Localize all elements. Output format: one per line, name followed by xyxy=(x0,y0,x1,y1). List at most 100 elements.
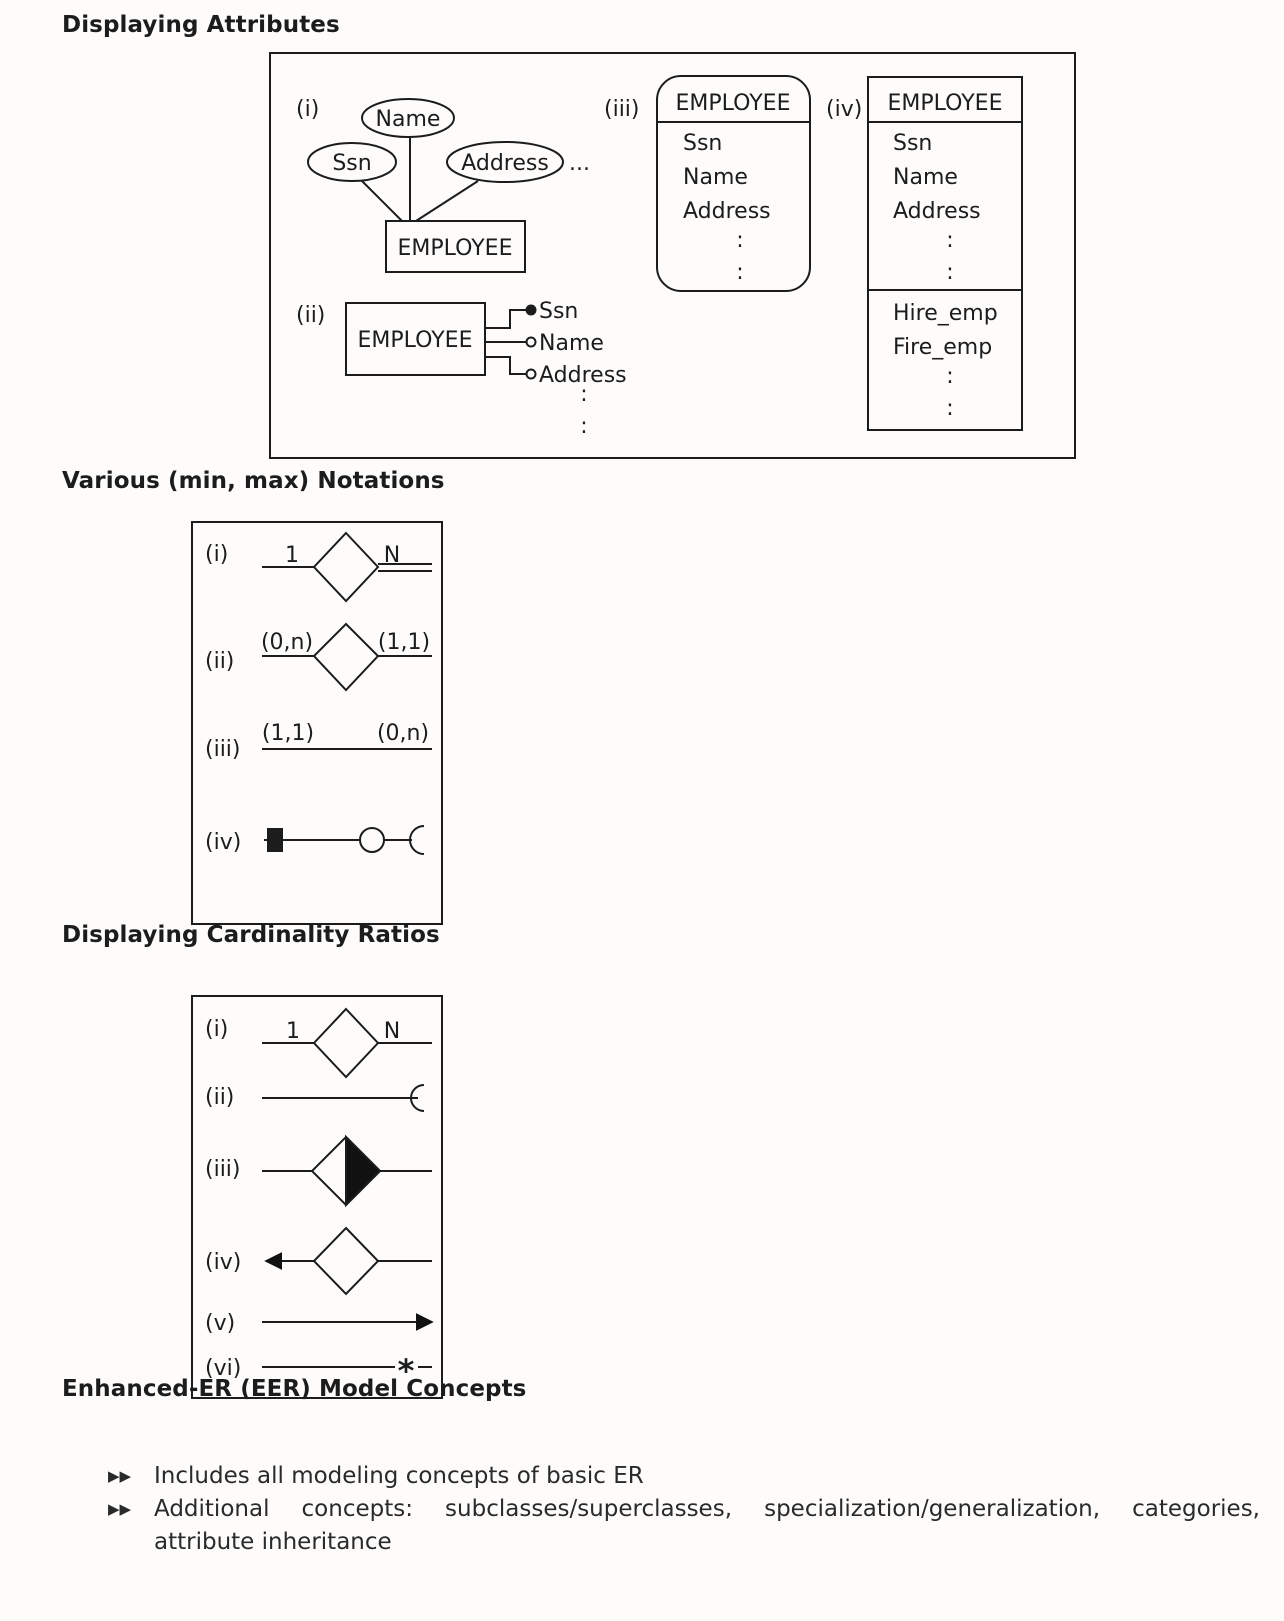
entity-name: EMPLOYEE xyxy=(676,91,791,116)
many-marker xyxy=(410,1084,425,1112)
vertical-ellipsis: : xyxy=(946,260,953,285)
attributes-diagram xyxy=(269,52,1076,459)
entity-box xyxy=(385,220,526,273)
attribute-oval-name xyxy=(361,98,455,138)
attribute-name: Name xyxy=(376,107,441,132)
list-item: ▶▶ Includes all modeling concepts of bas… xyxy=(108,1460,1260,1493)
attribute-link xyxy=(361,180,403,222)
label-ii: (ii) xyxy=(205,1085,234,1110)
attribute-name: Name xyxy=(539,331,604,356)
label-iv: (iv) xyxy=(205,1250,241,1275)
relationship-diamond xyxy=(310,1135,382,1207)
min-max-left: (0,n) xyxy=(261,630,313,655)
heading-displaying-attributes: Displaying Attributes xyxy=(62,12,340,38)
attribute-address: Address xyxy=(893,199,981,224)
min-max-diagram xyxy=(191,521,443,925)
min-max-row-i xyxy=(262,531,432,603)
cardinality-left: 1 xyxy=(285,543,299,568)
attribute-address: Address xyxy=(461,151,549,176)
chen-notation xyxy=(307,98,564,273)
vertical-ellipsis: : xyxy=(946,228,953,253)
attribute-ssn: Ssn xyxy=(539,299,578,324)
cardinality-right: N xyxy=(384,543,400,568)
attribute-address: Address xyxy=(539,363,627,388)
eer-bullet-list: ▶▶ Includes all modeling concepts of bas… xyxy=(108,1460,1260,1559)
uml-class-notation xyxy=(867,76,1023,431)
heading-min-max-notations: Various (min, max) Notations xyxy=(62,468,445,494)
cardinality-frame xyxy=(191,995,443,1399)
attribute-name: Name xyxy=(893,165,958,190)
operation-hire-emp: Hire_emp xyxy=(893,301,998,326)
label-iv: (iv) xyxy=(205,830,241,855)
rounded-entity-notation xyxy=(656,75,811,292)
attribute-link xyxy=(415,180,479,222)
label-ii: (ii) xyxy=(205,649,234,674)
cardinality-row-ii xyxy=(262,1084,425,1112)
many-marker xyxy=(409,825,425,855)
attribute-address: Address xyxy=(683,199,771,224)
attribute-name: Name xyxy=(683,165,748,190)
label-iii: (iii) xyxy=(604,97,640,122)
zero-circle-marker xyxy=(359,827,385,853)
label-iii: (iii) xyxy=(205,737,241,762)
lollipop-notation xyxy=(345,302,537,380)
attribute-dot xyxy=(525,336,537,348)
double-arrow-bullet-icon: ▶▶ xyxy=(108,1467,132,1485)
attribute-connector xyxy=(485,356,528,375)
bullet-text: Additional concepts: subclasses/supercla… xyxy=(154,1496,1260,1555)
cardinality-row-i xyxy=(262,1007,432,1079)
attribute-connector xyxy=(485,309,528,329)
relationship-diamond xyxy=(312,1226,380,1296)
double-arrow-bullet-icon: ▶▶ xyxy=(108,1500,132,1518)
cardinality-text: (i) (ii) (iii) (iv) (v) (vi) 1 N * xyxy=(205,1017,415,1390)
half-filled-diamond xyxy=(345,1134,382,1208)
attribute-oval-address xyxy=(446,141,564,183)
more-attributes-ellipsis: ... xyxy=(569,151,590,176)
attributes-frame xyxy=(269,52,1076,459)
entity-name: EMPLOYEE xyxy=(398,236,513,261)
attribute-ssn: Ssn xyxy=(893,131,932,156)
label-i: (i) xyxy=(296,97,319,122)
relationship-diamond xyxy=(312,622,380,692)
operation-fire-emp: Fire_emp xyxy=(893,335,992,360)
label-i: (i) xyxy=(205,1017,228,1042)
cardinality-left: 1 xyxy=(286,1019,300,1044)
vertical-ellipsis: : xyxy=(580,382,587,407)
min-max-right: (1,1) xyxy=(378,630,430,655)
entity-name: EMPLOYEE xyxy=(358,328,473,353)
bullet-text: Includes all modeling concepts of basic … xyxy=(154,1463,644,1489)
label-ii: (ii) xyxy=(296,303,325,328)
min-max-row-ii xyxy=(262,622,432,692)
asterisk-marker: * xyxy=(398,1352,415,1390)
min-max-right: (0,n) xyxy=(377,721,429,746)
vertical-ellipsis: : xyxy=(736,228,743,253)
vertical-ellipsis: : xyxy=(946,364,953,389)
label-iii: (iii) xyxy=(205,1157,241,1182)
min-max-row-iv xyxy=(264,825,425,855)
heading-cardinality-ratios: Displaying Cardinality Ratios xyxy=(62,922,440,948)
rounded-entity-box xyxy=(656,75,811,292)
cardinality-row-iii xyxy=(262,1134,432,1208)
label-vi: (vi) xyxy=(205,1356,241,1381)
attribute-ssn: Ssn xyxy=(683,131,722,156)
class-name: EMPLOYEE xyxy=(888,91,1003,116)
vertical-ellipsis: : xyxy=(580,414,587,439)
label-iv: (iv) xyxy=(826,97,862,122)
attributes-text: (i) (ii) (iii) (iv) Name Ssn Address ...… xyxy=(296,91,1002,439)
vertical-ellipsis: : xyxy=(736,260,743,285)
uml-class-box xyxy=(867,76,1023,431)
list-item: ▶▶ Additional concepts: subclasses/super… xyxy=(108,1493,1260,1559)
cardinality-diagram xyxy=(191,995,443,1399)
attribute-ssn: Ssn xyxy=(332,151,371,176)
attribute-dot xyxy=(525,368,537,380)
cardinality-right: N xyxy=(384,1019,400,1044)
min-max-frame xyxy=(191,521,443,925)
attribute-oval-ssn xyxy=(307,142,397,182)
min-max-left: (1,1) xyxy=(262,721,314,746)
cardinality-row-iv xyxy=(264,1226,432,1296)
key-attribute-dot xyxy=(525,304,537,316)
relationship-diamond xyxy=(312,531,380,603)
label-i: (i) xyxy=(205,542,228,567)
vertical-ellipsis: : xyxy=(946,396,953,421)
